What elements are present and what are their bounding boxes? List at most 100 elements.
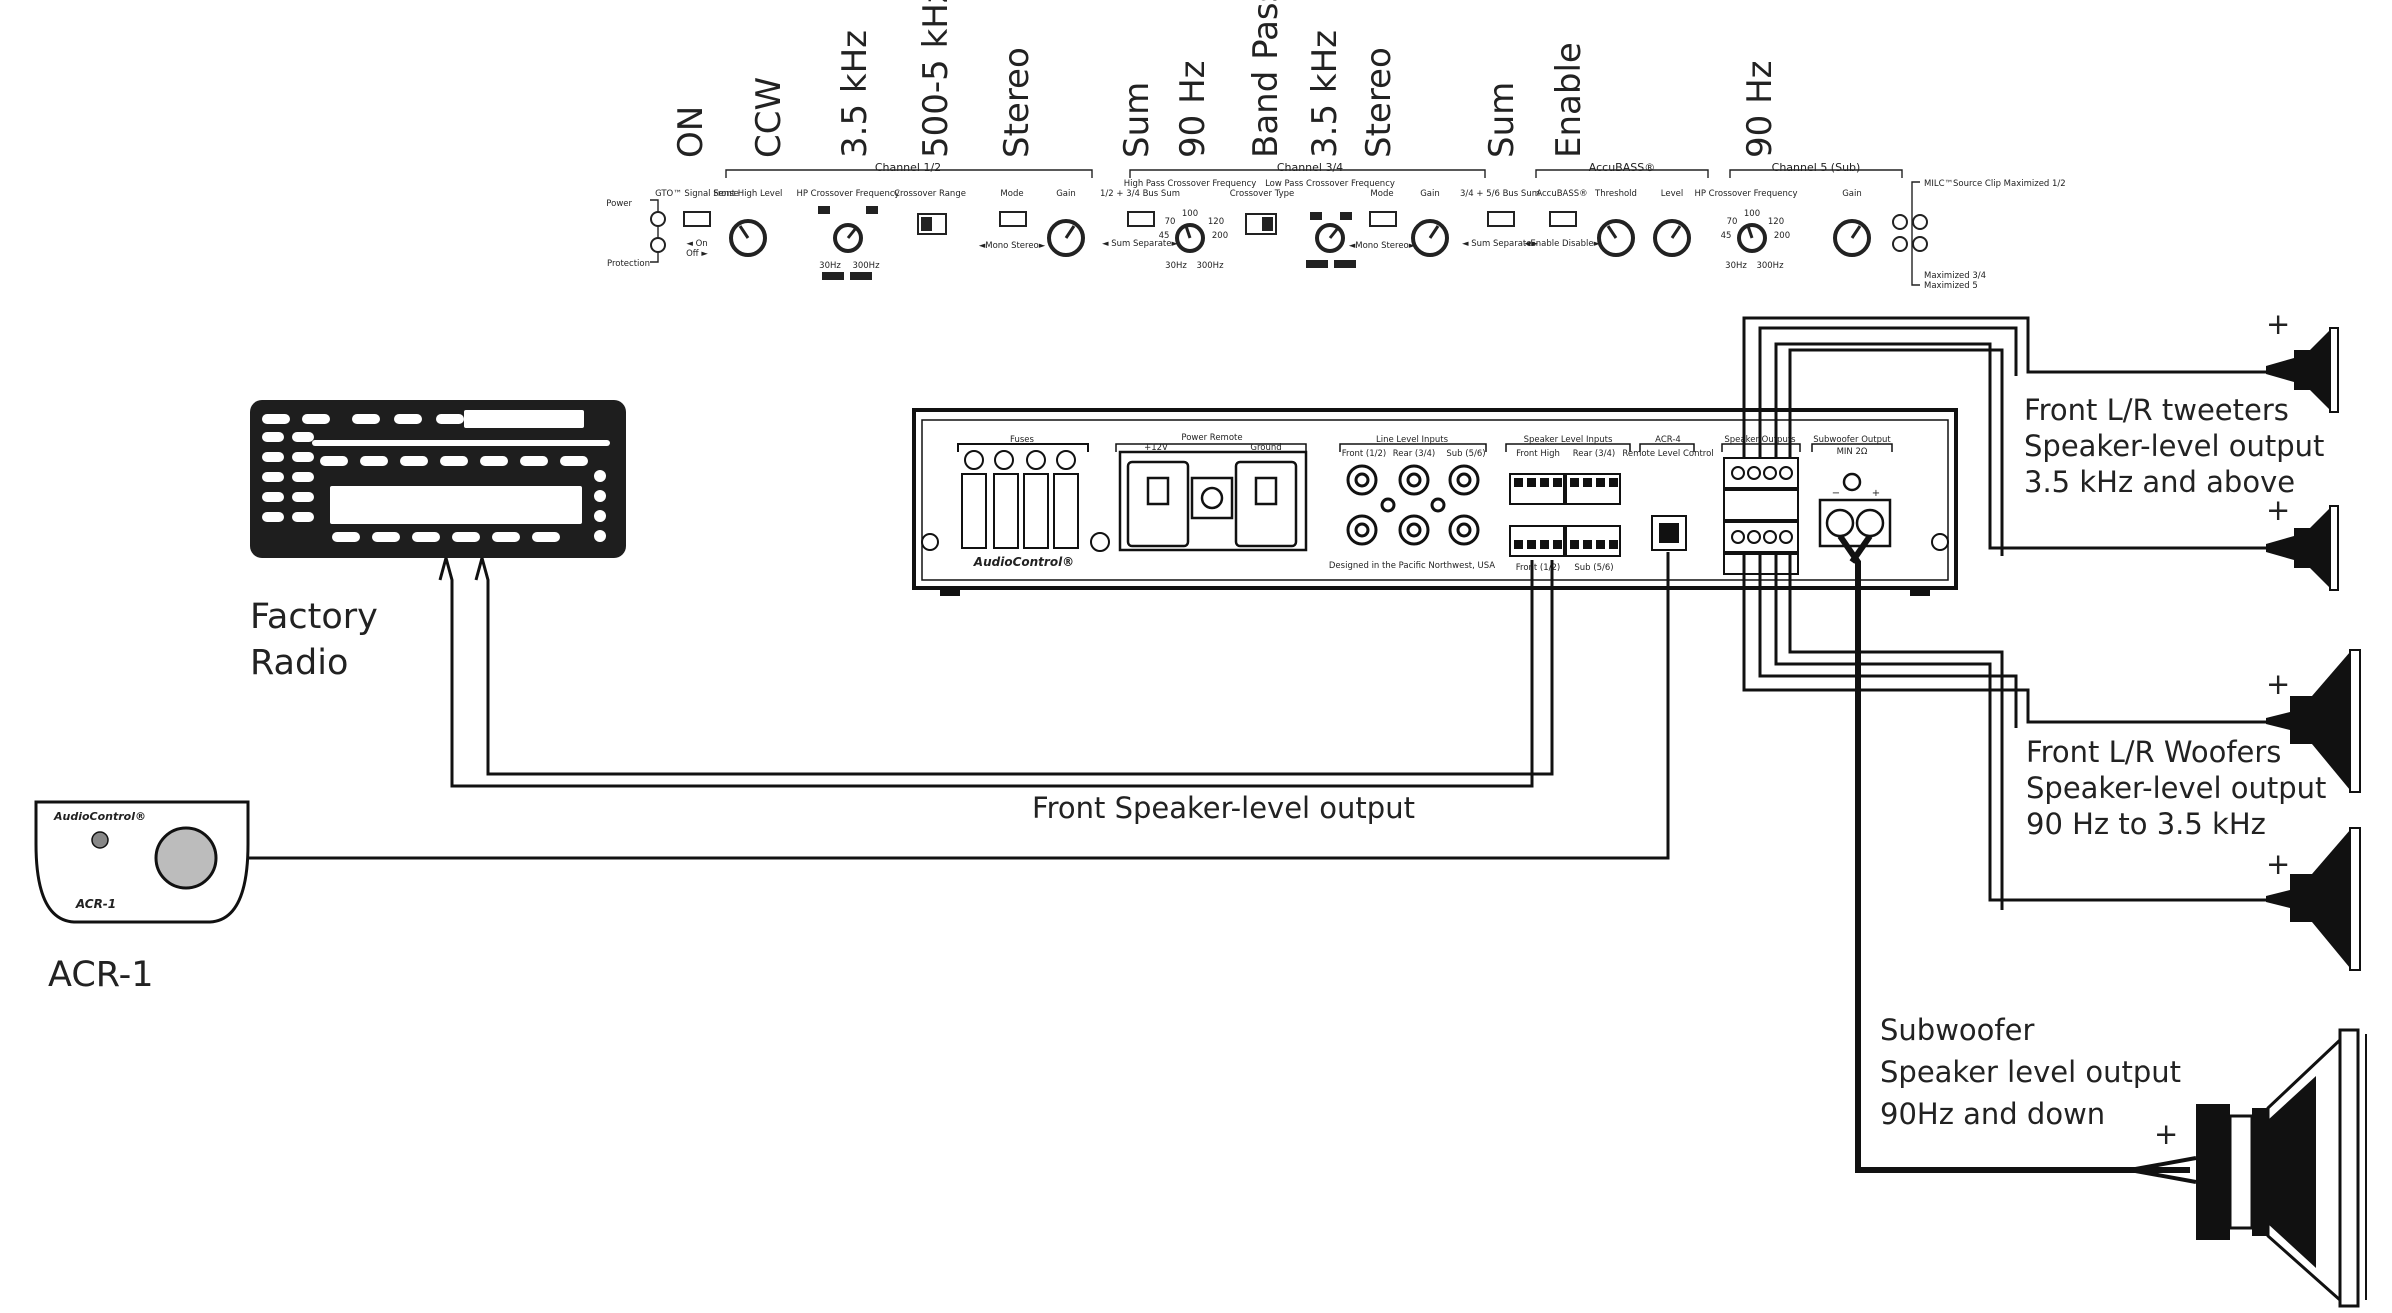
ch5-120: 120 [1768, 217, 1784, 227]
hp34-300hz: 300Hz [1196, 261, 1224, 271]
line-sub56-label: Sub (5/6) [1446, 449, 1485, 459]
ground-label: Ground [1250, 443, 1281, 453]
woofer-right [2266, 827, 2361, 971]
wire-acr1 [248, 552, 1670, 860]
top-settings: ON CCW 3.5 kHz 500-5 kHz Stereo Sum 90 H… [671, 0, 1780, 158]
ch5-70: 70 [1727, 217, 1738, 227]
hp-crossover-label: HP Crossover Frequency [796, 189, 899, 199]
woofers-label-1: Front L/R Woofers [2026, 735, 2281, 769]
accubass-switch[interactable] [1549, 211, 1577, 227]
power-led [650, 211, 666, 227]
factory-radio-label-1: Factory [250, 597, 378, 637]
bracket-ch34 [1129, 169, 1486, 178]
acr1-remote: AudioControl® ACR-1 [34, 800, 250, 924]
amplifier [912, 408, 1958, 596]
threshold-label: Threshold [1594, 189, 1637, 199]
group-ch34-label: Channel 3/4 [1277, 161, 1343, 174]
milc-led-2 [1912, 214, 1928, 230]
ch5-300hz: 300Hz [1756, 261, 1784, 271]
crossover-type-label: Crossover Type [1230, 189, 1294, 199]
gto-off-label: Off ► [686, 249, 708, 259]
control-panel-text: Channel 1/2 Channel 3/4 AccuBASS® Channe… [606, 161, 2065, 291]
wire-tweeter-left-1 [1742, 316, 2266, 458]
milc-led-4 [1912, 236, 1928, 252]
switch-fill [1262, 217, 1273, 231]
bracket-power [650, 199, 659, 263]
sum-separate-label-34: ◄ Sum Separate► [1102, 239, 1178, 249]
gto-switch[interactable] [683, 211, 711, 227]
hp34-45: 45 [1159, 231, 1170, 241]
bus-sum-switch-34[interactable] [1487, 211, 1515, 227]
sub-output [1811, 443, 1893, 548]
sub-wire-split [2129, 1156, 2197, 1184]
gto-on-label: ◄ On [686, 239, 707, 249]
screw [921, 533, 939, 551]
sum-separate-label-5: ◄ Sum Separate► [1462, 239, 1538, 249]
knob-pointer [846, 227, 858, 239]
bracket-ch12 [725, 169, 1093, 178]
gain-label-12: Gain [1056, 189, 1076, 199]
wire-stub [438, 557, 448, 581]
switch-fills [818, 206, 1356, 280]
freq-box [866, 206, 878, 214]
mode-label-34: Mode [1370, 189, 1393, 199]
screw [1931, 533, 1949, 551]
acr1-model: ACR-1 [75, 897, 116, 911]
setting-power: ON [671, 106, 711, 158]
acr1-label: ACR-1 [48, 955, 154, 995]
ch5-100: 100 [1744, 209, 1760, 219]
plus-sign: + [2266, 667, 2290, 701]
power-terminal [1115, 443, 1308, 552]
bus-sum-34-5-label: 3/4 + 5/6 Bus Sum [1460, 189, 1540, 199]
bus-sum-switch-12[interactable] [1127, 211, 1155, 227]
tweeter-right [2266, 505, 2339, 591]
ch5-200: 200 [1774, 231, 1790, 241]
line-rear34-label: Rear (3/4) [1393, 449, 1435, 459]
lp-crossover-label: Low Pass Crossover Frequency [1265, 179, 1395, 189]
hp34-120: 120 [1208, 217, 1224, 227]
mode-switch-34[interactable] [1369, 211, 1397, 227]
tweeter-left [2266, 327, 2339, 413]
speaker-input-pins [1514, 478, 1618, 549]
freq-box [850, 272, 872, 280]
knob-pointer [1746, 225, 1754, 239]
setting-hp-freq-34: 90 Hz [1173, 61, 1213, 158]
max34-label: Maximized 3/4 [1924, 271, 1986, 281]
ch5-crossover-label: HP Crossover Frequency [1694, 189, 1797, 199]
wire-tweeter-left-2 [1758, 326, 2018, 458]
hp-30hz: 30Hz [819, 261, 841, 271]
wire-woofer-right-1 [1774, 552, 2266, 902]
wire-woofer-left-1 [1742, 552, 2266, 724]
freq-box [818, 206, 830, 214]
power-led-label: Power [606, 199, 632, 209]
mode-switch-12[interactable] [999, 211, 1027, 227]
acr4-label: ACR-4 [1655, 435, 1681, 445]
front-high-level-label: Front High Level [714, 189, 783, 199]
group-accubass-label: AccuBASS® [1589, 161, 1655, 174]
wire-tweeter-right-2 [1788, 348, 2004, 556]
knob-pointer [738, 225, 750, 239]
setting-hp-freq: 3.5 kHz [835, 30, 875, 158]
amp-foot [1910, 588, 1930, 596]
ch5-30hz: 30Hz [1725, 261, 1747, 271]
mono-stereo-label-12: ◄Mono Stereo► [979, 241, 1046, 251]
radio-buttons [262, 410, 610, 542]
enable-disable-label: ◄Enable Disable► [1524, 239, 1601, 249]
milc-led-1 [1892, 214, 1908, 230]
plus-sign: + [2154, 1117, 2178, 1151]
wires [248, 316, 2266, 910]
freq-box [1310, 212, 1322, 220]
group-ch5-label: Channel 5 (Sub) [1772, 161, 1861, 174]
setting-xover-type: Band Pass [1246, 0, 1286, 158]
acr1-knob[interactable] [154, 826, 218, 890]
crossover-range-label: Crossover Range [894, 189, 966, 199]
acr4-port [1639, 443, 1695, 551]
line-front12-label: Front (1/2) [1342, 449, 1387, 459]
setting-xover-range: 500-5 kHz [916, 0, 956, 158]
hp34-70: 70 [1165, 217, 1176, 227]
wire-woofer-right-2 [1788, 552, 2004, 910]
ch5-45: 45 [1721, 231, 1732, 241]
pnw-label: Designed in the Pacific Northwest, USA [1329, 561, 1495, 571]
setting-ch12-mode: Stereo [997, 47, 1037, 158]
setting-lp-freq-34: 3.5 kHz [1305, 30, 1345, 158]
